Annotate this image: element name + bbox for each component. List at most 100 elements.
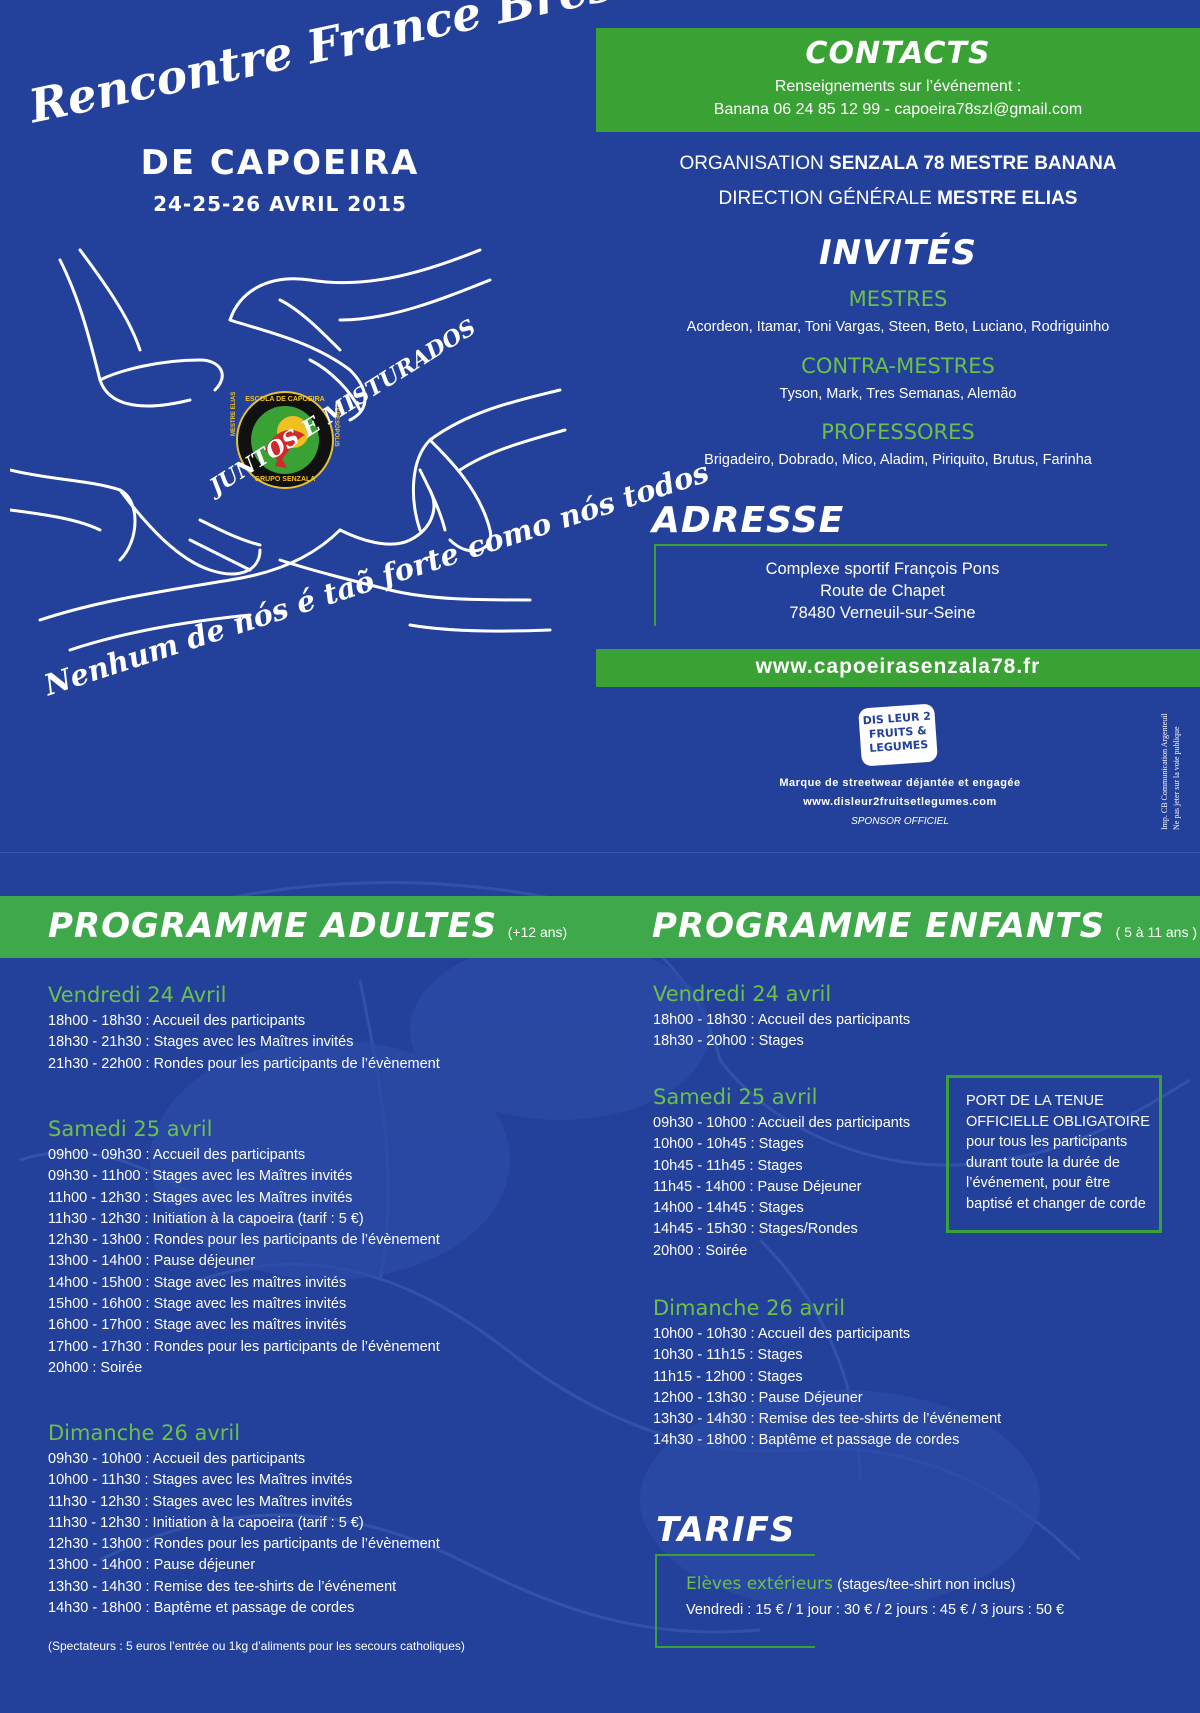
- schedule-item: 10h00 - 10h45 : Stages: [653, 1136, 804, 1153]
- adresse-venue: Complexe sportif François Pons: [765, 560, 1000, 578]
- tarifs-qualifier: (stages/tee-shirt non inclus): [837, 1577, 1016, 1593]
- schedule-item: 12h30 - 13h00 : Rondes pour les particip…: [48, 1536, 440, 1553]
- day-title: Samedi 25 avril: [48, 1117, 213, 1141]
- day-items: 18h00 - 18h30 : Accueil des participants…: [653, 1010, 953, 1053]
- schedule-item: 11h00 - 12h30 : Stages avec les Maîtres …: [48, 1189, 353, 1206]
- schedule-item: 11h30 - 12h30 : Stages avec les Maîtres …: [48, 1493, 353, 1510]
- notice-line: durant toute la durée de: [966, 1154, 1120, 1171]
- invites-group-names: Acordeon, Itamar, Toni Vargas, Steen, Be…: [686, 319, 1110, 335]
- invites-group-title: MESTRES: [848, 287, 948, 311]
- tarifs-label-line: Elèves extérieurs (stages/tee-shirt non …: [686, 1574, 1015, 1594]
- programme-band: [0, 896, 1200, 958]
- programme-adultes-age: (+12 ans): [507, 924, 568, 940]
- day-title: Samedi 25 avril: [653, 1085, 818, 1109]
- organisation-name: SENZALA 78 MESTRE BANANA: [829, 153, 1117, 174]
- tarifs-label: Elèves extérieurs: [686, 1574, 833, 1594]
- logo-ring-bottom: GRUPO SENZALA: [254, 476, 316, 483]
- day-title: Vendredi 24 avril: [653, 982, 832, 1006]
- capoeira-school-logo: ESCOLA DE CAPOEIRA GRUPO SENZALA MESTRE …: [231, 390, 339, 490]
- day-items: 09h30 - 10h00 : Accueil des participants…: [48, 1449, 568, 1619]
- notice-line: pour tous les participants: [966, 1134, 1128, 1150]
- adultes-schedule: Samedi 25 avril 09h00 - 09h30 : Accueil …: [48, 1117, 568, 1379]
- schedule-item: 20h00 : Soirée: [48, 1359, 143, 1376]
- notice-line: OFFICIELLE OBLIGATOIRE: [966, 1113, 1150, 1130]
- adresse-city: 78480 Verneuil-sur-Seine: [789, 604, 976, 622]
- joined-hands-illustration: [10, 248, 567, 652]
- programme-adultes-heading: PROGRAMME ADULTES: [48, 906, 498, 946]
- schedule-item: 13h30 - 14h30 : Remise des tee-shirts de…: [653, 1411, 1002, 1428]
- adultes-schedule: Vendredi 24 Avril 18h00 - 18h30 : Accuei…: [48, 983, 568, 1075]
- adresse-street: Route de Chapet: [820, 582, 945, 600]
- tenue-notice-box: PORT DE LA TENUE OFFICIELLE OBLIGATOIRE …: [946, 1075, 1162, 1233]
- day-items: 18h00 - 18h30 : Accueil des participants…: [48, 1011, 568, 1075]
- schedule-item: 18h30 - 20h00 : Stages: [653, 1033, 804, 1050]
- direction-label: DIRECTION GÉNÉRALE: [718, 188, 938, 209]
- programme-enfants-age: ( 5 à 11 ans ): [1115, 924, 1198, 940]
- enfants-schedule: Dimanche 26 avril 10h00 - 10h30 : Accuei…: [653, 1296, 1053, 1452]
- programme-enfants-header: PROGRAMME ENFANTS ( 5 à 11 ans ): [652, 906, 1197, 946]
- schedule-item: 18h30 - 21h30 : Stages avec les Maîtres …: [48, 1034, 354, 1051]
- spectateurs-note: (Spectateurs : 5 euros l’entrée ou 1kg d…: [48, 1639, 465, 1653]
- schedule-item: 14h45 - 15h30 : Stages/Rondes: [653, 1221, 858, 1238]
- schedule-item: 09h30 - 11h00 : Stages avec les Maîtres …: [48, 1168, 353, 1185]
- schedule-item: 09h30 - 10h00 : Accueil des participants: [48, 1451, 306, 1467]
- schedule-item: 14h30 - 18h00 : Baptême et passage de co…: [48, 1600, 355, 1617]
- schedule-item: 16h00 - 17h00 : Stage avec les maîtres i…: [48, 1317, 347, 1334]
- contacts-phone-email: Banana 06 24 85 12 99 - capoeira78szl@gm…: [713, 101, 1083, 118]
- schedule-item: 09h00 - 09h30 : Accueil des participants: [48, 1147, 306, 1163]
- schedule-item: 14h00 - 15h00 : Stage avec les maîtres i…: [48, 1274, 347, 1291]
- schedule-item: 20h00 : Soirée: [653, 1242, 748, 1259]
- logo-emblem-icon: [236, 391, 334, 489]
- sponsor-logo-text: DIS LEUR 2 FRUITS & LEGUMES: [862, 709, 932, 756]
- sponsor-url[interactable]: www.disleur2fruitsetlegumes.com: [803, 796, 997, 808]
- sponsor-tagline: Marque de streetwear déjantée et engagée: [779, 777, 1021, 789]
- schedule-item: 13h00 - 14h00 : Pause déjeuner: [48, 1253, 256, 1270]
- organisation-label: ORGANISATION: [679, 153, 830, 174]
- contacts-info-line: Renseignements sur l’événement :: [774, 78, 1022, 95]
- enfants-schedule: Vendredi 24 avril 18h00 - 18h30 : Accuei…: [653, 982, 953, 1053]
- schedule-item: 11h30 - 12h30 : Initiation à la capoeira…: [48, 1210, 364, 1227]
- adresse-heading: ADRESSE: [652, 500, 845, 541]
- event-dates: 24-25-26 AVRIL 2015: [153, 192, 407, 216]
- day-items: 09h00 - 09h30 : Accueil des participants…: [48, 1145, 568, 1379]
- notice-line: baptisé et changer de corde: [966, 1195, 1146, 1212]
- schedule-item: 14h00 - 14h45 : Stages: [653, 1200, 804, 1217]
- notice-line: l’événement, pour être: [966, 1175, 1111, 1191]
- schedule-item: 10h30 - 11h15 : Stages: [653, 1347, 803, 1364]
- day-title: Vendredi 24 Avril: [48, 983, 227, 1007]
- tarifs-prices: Vendredi : 15 € / 1 jour : 30 € / 2 jour…: [686, 1602, 1065, 1618]
- day-title: Dimanche 26 avril: [653, 1296, 846, 1320]
- schedule-item: 09h30 - 10h00 : Accueil des participants: [653, 1115, 911, 1131]
- day-items: 10h00 - 10h30 : Accueil des participants…: [653, 1324, 1053, 1452]
- logo-ring-top: ESCOLA DE CAPOEIRA: [245, 396, 325, 403]
- organisation-line: ORGANISATION SENZALA 78 MESTRE BANANA: [596, 153, 1200, 175]
- schedule-item: 10h00 - 11h30 : Stages avec les Maîtres …: [48, 1472, 353, 1489]
- imprint-printer: Imp. CB Communication Argenteuil: [1160, 713, 1169, 830]
- schedule-item: 11h45 - 14h00 : Pause Déjeuner: [653, 1178, 862, 1195]
- day-title: Dimanche 26 avril: [48, 1421, 241, 1445]
- schedule-item: 13h00 - 14h00 : Pause déjeuner: [48, 1557, 256, 1574]
- adultes-schedule: Dimanche 26 avril 09h30 - 10h00 : Accuei…: [48, 1421, 568, 1619]
- notice-line: PORT DE LA TENUE: [966, 1093, 1104, 1109]
- schedule-item: 10h45 - 11h45 : Stages: [653, 1157, 803, 1174]
- schedule-item: 10h00 - 10h30 : Accueil des participants: [653, 1326, 911, 1342]
- invites-group-names: Tyson, Mark, Tres Semanas, Alemão: [779, 386, 1017, 402]
- adresse-box: Complexe sportif François Pons Route de …: [654, 544, 1107, 626]
- schedule-item: 18h00 - 18h30 : Accueil des participants: [653, 1012, 911, 1028]
- fold-divider: [0, 852, 1200, 853]
- event-title: Rencontre France Brésil: [24, 0, 652, 134]
- invites-group-names: Brigadeiro, Dobrado, Mico, Aladim, Piriq…: [704, 452, 1092, 468]
- sponsor-logo: DIS LEUR 2 FRUITS & LEGUMES: [858, 703, 938, 767]
- invites-heading: INVITÉS: [819, 233, 977, 273]
- schedule-item: 13h30 - 14h30 : Remise des tee-shirts de…: [48, 1578, 397, 1595]
- logo-ring-left: MESTRE ELIAS: [231, 391, 237, 436]
- event-subtitle: DE CAPOEIRA: [140, 143, 420, 183]
- tarifs-box: [655, 1554, 815, 1648]
- schedule-item: 12h30 - 13h00 : Rondes pour les particip…: [48, 1232, 440, 1249]
- programme-adultes-header: PROGRAMME ADULTES (+12 ans): [48, 906, 567, 946]
- direction-name: MESTRE ELIAS: [937, 188, 1078, 209]
- website-link[interactable]: www.capoeirasenzala78.fr: [755, 655, 1041, 678]
- notice-text: PORT DE LA TENUE OFFICIELLE OBLIGATOIRE …: [966, 1091, 1159, 1214]
- schedule-item: 21h30 - 22h00 : Rondes pour les particip…: [48, 1055, 440, 1072]
